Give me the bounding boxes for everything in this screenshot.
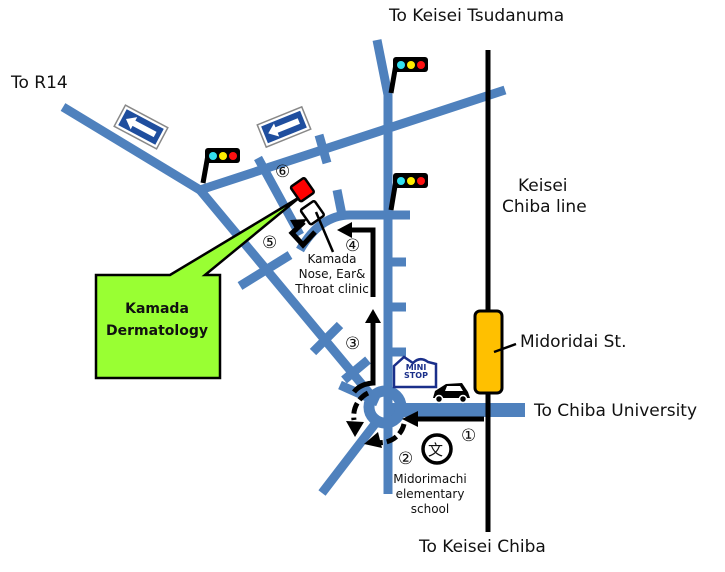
school-label-line1: Midorimachi (393, 472, 467, 486)
road-main-diagonal (196, 187, 379, 403)
direction-south-label: To Keisei Chiba (419, 537, 546, 557)
school-label: Midorimachi elementary school (388, 472, 472, 517)
one-way-sign-icon (256, 105, 312, 149)
station-marker (473, 309, 504, 395)
road-southwest (318, 417, 382, 496)
route-arrowhead (346, 421, 364, 437)
road-upper-diagonal (198, 85, 507, 195)
road-r14 (60, 103, 203, 194)
station-leader-line (493, 342, 517, 354)
ent-clinic-label-line3: Throat clinic (295, 282, 369, 296)
destination-label-line2: Dermatology (106, 323, 208, 339)
route-step-4-arrow (350, 227, 376, 297)
ministop-icon (392, 355, 438, 389)
destination-callout (94, 195, 301, 380)
traffic-light-icon (388, 57, 428, 94)
route-arrowhead (337, 222, 352, 238)
school-icon (421, 433, 453, 465)
dermatology-marker (289, 177, 315, 203)
car-icon (433, 383, 470, 404)
route-step-6: ⑥ (275, 162, 291, 182)
route-step-3: ③ (345, 334, 361, 354)
route-arrowhead (365, 309, 381, 323)
route-arrowhead (290, 219, 307, 232)
destination-label: Kamada Dermatology (96, 298, 218, 342)
ent-clinic-label-line1: Kamada (307, 252, 357, 266)
ent-leader-line (314, 211, 335, 253)
route-step-5: ⑤ (262, 233, 278, 253)
route-step-2b-arrow (351, 390, 370, 421)
ent-clinic-label: Kamada Nose, Ear& Throat clinic (287, 252, 377, 297)
roundabout (363, 385, 407, 429)
direction-west-label: To R14 (11, 73, 68, 93)
road-cross-3 (341, 356, 371, 384)
railway-name-line2: Chiba line (502, 197, 587, 217)
route-step-3-arrow (352, 320, 376, 394)
direction-east-label: To Chiba University (534, 401, 698, 421)
route-step-4: ④ (345, 236, 361, 256)
traffic-light-icon (388, 173, 428, 211)
route-arrowhead (402, 411, 418, 427)
direction-north-label: To Keisei Tsudanuma (389, 6, 565, 26)
ministop-label: MINI STOP (401, 364, 431, 380)
road-north-main (372, 39, 393, 410)
route-arrowhead (364, 432, 382, 448)
school-label-line2: elementary (395, 487, 465, 501)
route-arrows (288, 219, 484, 448)
railway-name-line1: Keisei (518, 176, 568, 196)
school-label-line3: school (410, 502, 450, 516)
school-symbol: 文 (428, 441, 444, 459)
traffic-light-icon (200, 148, 240, 184)
road-branch-2 (314, 133, 332, 165)
route-step-1: ① (461, 426, 477, 446)
ministop-label-line1: MINI (405, 363, 427, 372)
roads (60, 39, 525, 496)
route-step-2: ② (398, 449, 414, 469)
road-cross-1 (237, 251, 293, 290)
one-way-sign-icon (113, 104, 169, 150)
station-label: Midoridai St. (520, 332, 627, 352)
destination-label-line1: Kamada (125, 301, 189, 317)
road-cross-2 (309, 321, 344, 356)
ent-clinic-label-line2: Nose, Ear& (298, 267, 366, 281)
road-curve-stub (332, 189, 347, 216)
ministop-label-line2: STOP (404, 371, 428, 380)
